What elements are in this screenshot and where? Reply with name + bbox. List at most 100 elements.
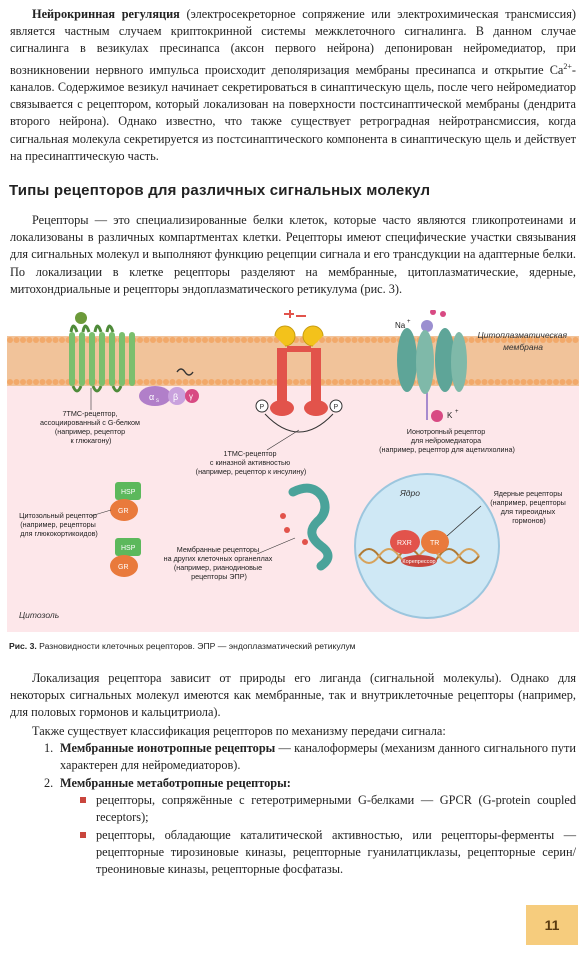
7tmc-label: 7TMC-рецептор, ассоциированный с G-белко…	[40, 409, 142, 445]
lipid-head	[189, 337, 195, 343]
list-number: 2.	[44, 776, 54, 790]
intro-paragraph: Нейрокринная регуляция (электросекреторн…	[10, 6, 576, 165]
7tmc-receptor: α s β γ	[69, 312, 199, 406]
lipid-head	[559, 337, 566, 343]
lipid-head	[546, 337, 553, 343]
lipid-head	[377, 379, 384, 385]
lipid-head	[215, 379, 221, 385]
lipid-head	[33, 379, 39, 385]
lipid-head	[143, 379, 150, 385]
corepressor-label: Корепрессор	[402, 559, 435, 565]
lipid-head	[520, 337, 527, 343]
lipid-head	[468, 379, 475, 385]
lipid-head	[241, 337, 247, 343]
lipid-head	[247, 379, 254, 385]
receptors-paragraph: Рецепторы — это специализированные белки…	[10, 213, 576, 296]
lipid-head	[371, 379, 377, 385]
lipid-head	[533, 337, 540, 343]
lipid-head	[176, 379, 182, 385]
lipid-head	[475, 337, 481, 343]
lipid-head	[494, 379, 501, 385]
lipid-head	[286, 379, 293, 385]
lipid-head	[540, 379, 546, 385]
lipid-head	[39, 337, 46, 343]
lipid-head	[163, 337, 169, 343]
lipid-head	[169, 337, 176, 343]
lipid-head	[488, 379, 494, 385]
lipid-head	[488, 337, 494, 343]
lipid-head	[46, 379, 52, 385]
lipid-head	[182, 379, 189, 385]
lipid-head	[7, 337, 13, 343]
receptor-figure: Цитоплазматическая мембрана α s β γ 7TMC…	[7, 310, 579, 632]
ligand-dot	[75, 312, 87, 324]
lipid-head	[260, 337, 267, 343]
lipid-head	[572, 379, 579, 385]
lipid-head	[195, 379, 202, 385]
lipid-head	[202, 337, 208, 343]
lipid-head	[527, 379, 533, 385]
lipid-head	[468, 337, 475, 343]
lipid-head	[377, 337, 384, 343]
membrane-label-2: мембрана	[503, 342, 543, 352]
section-heading: Типы рецепторов для различных сигнальных…	[9, 182, 431, 199]
organelle-label: Мембранные рецепторы на других клеточных…	[164, 545, 275, 581]
ca-superscript: 2+	[563, 61, 572, 71]
list-term: Мембранные ионотропные рецепторы	[60, 741, 276, 755]
gr-label-top: GR	[118, 508, 129, 515]
lipid-head	[390, 379, 397, 385]
lipid-head	[501, 337, 507, 343]
g-alpha	[139, 386, 171, 406]
lipid-head	[325, 379, 332, 385]
lipid-head	[332, 379, 338, 385]
lipid-head	[52, 379, 59, 385]
lipid-head	[221, 379, 228, 385]
lipid-head	[390, 337, 397, 343]
term-neurocrine: Нейрокринная регуляция	[32, 7, 180, 21]
rxr-label: RXR	[397, 540, 412, 547]
lipid-head	[384, 379, 390, 385]
lipid-head	[566, 337, 572, 343]
lipid-head	[176, 337, 182, 343]
square-bullet-icon	[80, 797, 86, 803]
list-number: 1.	[44, 741, 54, 755]
g-gamma	[185, 389, 199, 403]
lipid-head	[59, 379, 65, 385]
g-alpha-sub: s	[156, 398, 159, 404]
na-sup: +	[407, 319, 411, 325]
lipid-head	[527, 337, 533, 343]
na-label: Na	[395, 321, 406, 330]
lipid-head	[475, 379, 481, 385]
lipid-head	[351, 379, 358, 385]
square-bullet-icon	[80, 832, 86, 838]
lipid-head	[221, 337, 228, 343]
sublist-text: рецепторы, сопряжённые с гетеротримерным…	[96, 793, 576, 825]
lipid-head	[507, 379, 514, 385]
lipid-head	[156, 337, 163, 343]
lipid-head	[13, 337, 20, 343]
lipid-head	[234, 379, 241, 385]
lipid-head	[137, 337, 143, 343]
lipid-head	[299, 379, 306, 385]
lipid-head	[163, 379, 169, 385]
lipid-head	[332, 337, 338, 343]
na-ion	[421, 320, 433, 332]
lipid-head	[351, 337, 358, 343]
ionotropic-receptor: Na + K +	[395, 310, 467, 422]
lipid-head	[156, 379, 163, 385]
lipid-head	[358, 337, 364, 343]
lipid-head	[254, 337, 260, 343]
lipid-head	[124, 379, 130, 385]
g-beta-label: β	[173, 392, 178, 402]
1tmc-receptor: P P	[255, 310, 343, 433]
lipid-head	[7, 379, 13, 385]
list-item: 1.Мембранные ионотропные рецепторы — кан…	[44, 740, 576, 774]
hsp-label-bottom: HSP	[121, 545, 136, 552]
lipid-head	[20, 379, 26, 385]
g-gamma-label: γ	[189, 392, 193, 401]
lipid-head	[546, 379, 553, 385]
lipid-head	[371, 337, 377, 343]
k-label: K	[447, 411, 453, 420]
lipid-head	[46, 337, 52, 343]
lipid-head	[267, 379, 273, 385]
